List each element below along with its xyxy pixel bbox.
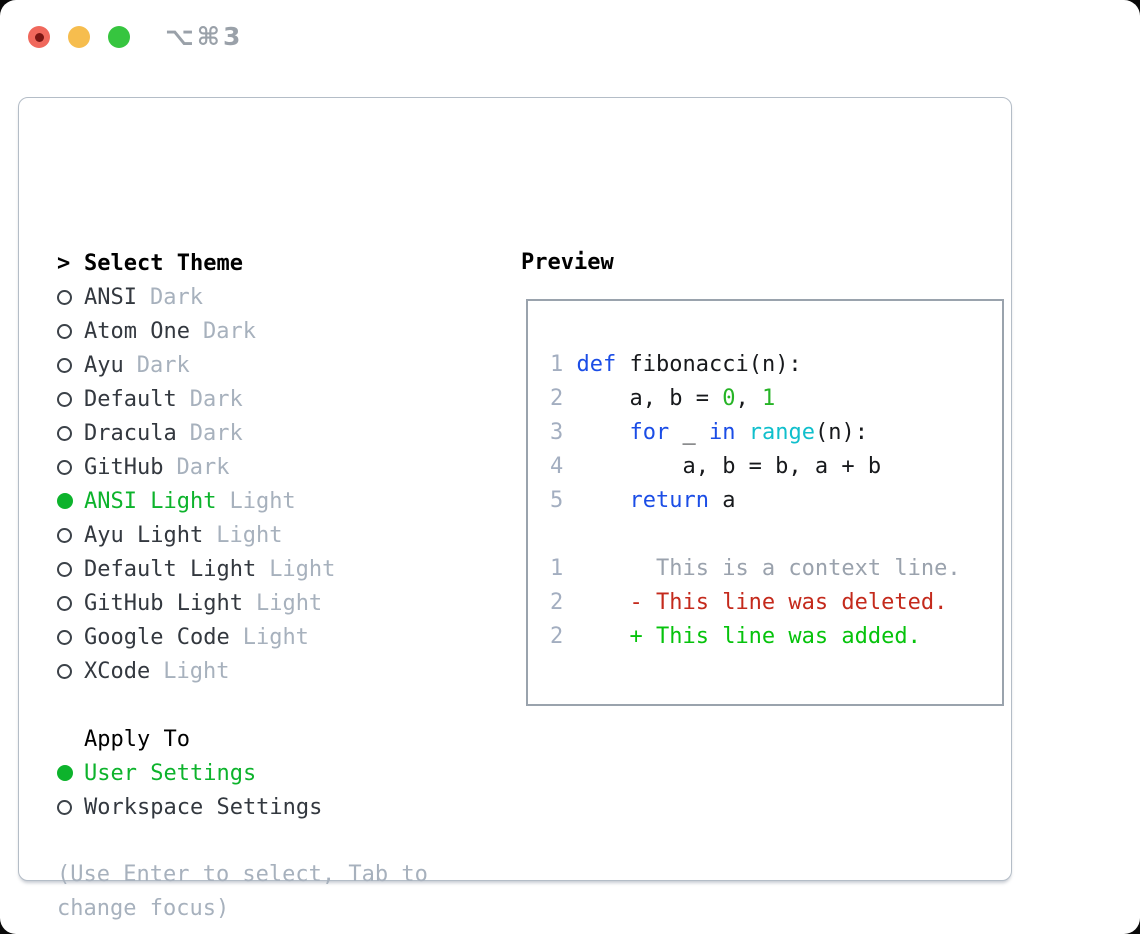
theme-option[interactable]: ANSI Dark <box>57 280 428 314</box>
theme-option[interactable]: Ayu Dark <box>57 348 428 382</box>
focus-chevron-icon: > <box>57 250 71 276</box>
option-variant-label: Dark <box>149 284 203 310</box>
close-button[interactable] <box>28 26 50 48</box>
traffic-lights <box>28 26 130 48</box>
zoom-button[interactable] <box>108 26 130 48</box>
radio-unselected-icon <box>57 663 84 679</box>
option-variant-label: Light <box>255 590 323 616</box>
preview-line: 2 a, b = 0, 1 <box>550 386 776 411</box>
window-title: ⌥⌘3 <box>165 22 244 51</box>
option-label: User Settings <box>84 760 257 786</box>
radio-selected-icon <box>57 493 84 509</box>
preview-line: 1 This is a context line. <box>550 556 961 581</box>
preview-line: 3 for _ in range(n): <box>550 420 868 445</box>
spacer <box>57 688 428 722</box>
option-label: Workspace Settings <box>84 794 323 820</box>
option-label: GitHub Light <box>84 590 243 616</box>
preview-line: 4 a, b = b, a + b <box>550 454 882 479</box>
preview-line: 2 - This line was deleted. <box>550 590 948 615</box>
preview-line: 1 def fibonacci(n): <box>550 352 802 377</box>
radio-unselected-icon <box>57 459 84 475</box>
option-label: Default <box>84 386 177 412</box>
minimize-button[interactable] <box>68 26 90 48</box>
radio-unselected-icon <box>57 323 84 339</box>
option-label: Ayu <box>84 352 124 378</box>
theme-option[interactable]: Default Dark <box>57 382 428 416</box>
radio-unselected-icon <box>57 595 84 611</box>
preview-title: Preview <box>521 250 614 275</box>
preview-line <box>550 518 1002 552</box>
apply-to-option[interactable]: Workspace Settings <box>57 790 428 824</box>
theme-option[interactable]: GitHub Light Light <box>57 586 428 620</box>
radio-selected-icon <box>57 765 84 781</box>
option-label: Ayu Light <box>84 522 204 548</box>
radio-unselected-icon <box>57 357 84 373</box>
radio-unselected-icon <box>57 527 84 543</box>
option-variant-label: Dark <box>136 352 190 378</box>
option-variant-label: Light <box>216 522 283 548</box>
apply-to-header-row: Apply To <box>57 722 428 756</box>
preview-line: 5 return a <box>550 488 736 513</box>
option-variant-label: Dark <box>176 454 230 480</box>
hint-text-line2: change focus) <box>57 896 230 921</box>
option-variant-label: Light <box>163 658 230 684</box>
radio-unselected-icon <box>57 391 84 407</box>
theme-option[interactable]: Google Code Light <box>57 620 428 654</box>
theme-picker-header-row: > Select Theme <box>57 246 428 280</box>
theme-option[interactable]: Default Light Light <box>57 552 428 586</box>
theme-option[interactable]: GitHub Dark <box>57 450 428 484</box>
option-label: Default Light <box>84 556 257 582</box>
option-variant-label: Dark <box>202 318 256 344</box>
spacer <box>57 824 428 858</box>
option-variant-label: Light <box>242 624 309 650</box>
theme-option[interactable]: XCode Light <box>57 654 428 688</box>
hint-text-line1: (Use Enter to select, Tab to <box>57 862 428 887</box>
theme-option[interactable]: ANSI Light Light <box>57 484 428 518</box>
radio-unselected-icon <box>57 629 84 645</box>
apply-to-title: Apply To <box>84 726 190 752</box>
option-label: Dracula <box>84 420 177 446</box>
preview-pane: 1 def fibonacci(n): 2 a, b = 0, 1 3 for _ … <box>526 299 1004 706</box>
option-variant-label: Dark <box>189 386 243 412</box>
option-variant-label: Dark <box>189 420 243 446</box>
preview-line: 2 + This line was added. <box>550 624 921 649</box>
apply-to-option[interactable]: User Settings <box>57 756 428 790</box>
option-variant-label: Light <box>269 556 336 582</box>
option-label: Atom One <box>84 318 190 344</box>
close-dot-icon <box>34 32 44 42</box>
option-label: ANSI Light <box>84 488 217 514</box>
radio-unselected-icon <box>57 289 84 305</box>
option-variant-label: Light <box>229 488 296 514</box>
theme-picker-title: Select Theme <box>84 250 243 276</box>
theme-option[interactable]: Atom One Dark <box>57 314 428 348</box>
theme-option[interactable]: Ayu Light Light <box>57 518 428 552</box>
option-label: GitHub <box>84 454 164 480</box>
option-label: Google Code <box>84 624 230 650</box>
option-label: XCode <box>84 658 151 684</box>
radio-unselected-icon <box>57 561 84 577</box>
radio-unselected-icon <box>57 425 84 441</box>
theme-option[interactable]: Dracula Dark <box>57 416 428 450</box>
option-label: ANSI <box>84 284 137 310</box>
radio-unselected-icon <box>57 799 84 815</box>
